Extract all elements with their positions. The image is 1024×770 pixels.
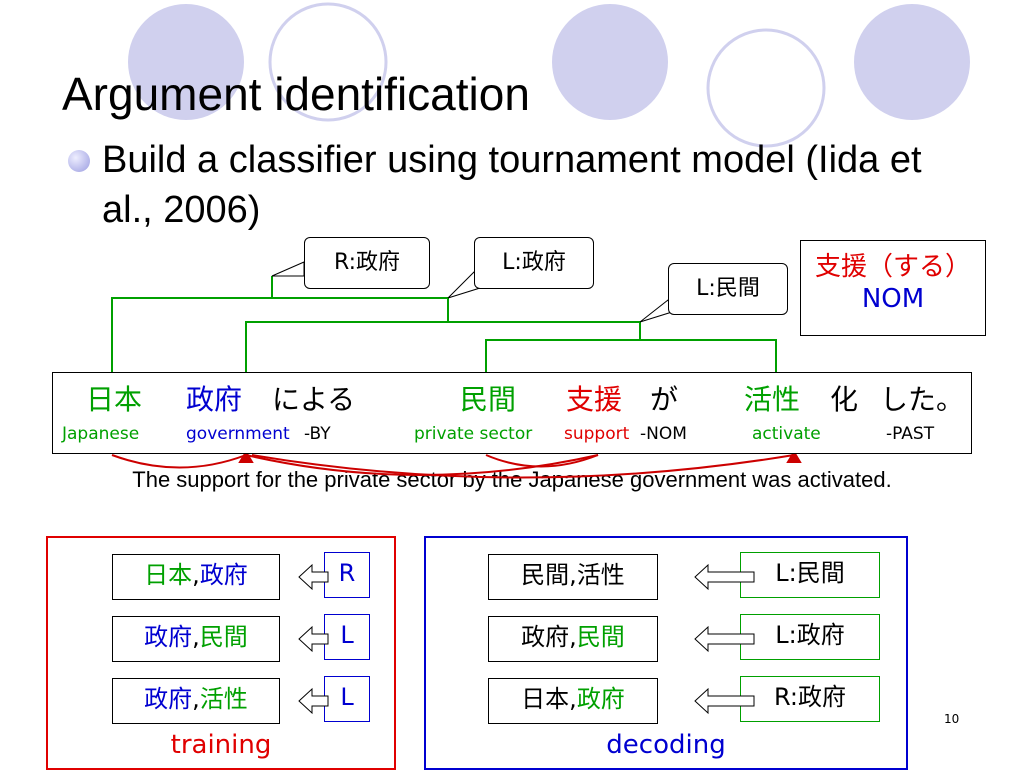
page-number: 10	[944, 712, 960, 726]
sentence-box	[52, 372, 972, 454]
gloss-support: support	[564, 424, 630, 444]
pair-separator: ,	[569, 685, 577, 713]
decoding-label: decoding	[606, 730, 726, 760]
pair-left-word: 日本	[144, 561, 193, 589]
gloss-japanese: Japanese	[62, 424, 140, 444]
deco-circle-2	[268, 2, 388, 122]
pair-right-word: 民間	[576, 623, 625, 651]
gloss-nom: -NOM	[640, 424, 687, 444]
word-nihon: 日本	[86, 383, 143, 416]
pair-separator: ,	[192, 561, 200, 589]
predicate-case: NOM	[861, 284, 925, 314]
gloss-private-sector: private sector	[414, 424, 533, 444]
training-label-3: L	[324, 676, 370, 722]
pair-right-word: 活性	[199, 685, 248, 713]
pair-separator: ,	[569, 623, 577, 651]
pair-left-word: 日本	[521, 685, 570, 713]
word-niyoru: による	[272, 383, 356, 416]
pair-separator: ,	[192, 685, 200, 713]
bullet-text: Build a classifier using tournament mode…	[102, 139, 922, 231]
pair-separator: ,	[192, 623, 200, 651]
training-label-1: R	[324, 552, 370, 598]
decoding-pair-2: 政府,民間	[488, 616, 658, 662]
training-pair-2: 政府,民間	[112, 616, 280, 662]
word-kassei: 活性	[744, 383, 801, 416]
word-shien: 支援	[566, 383, 623, 416]
pair-left-word: 政府	[144, 685, 193, 713]
deco-circle-1	[128, 4, 244, 120]
deco-circle-4	[706, 28, 826, 148]
gloss-government: government	[186, 424, 290, 444]
gloss-past: -PAST	[886, 424, 935, 444]
callout-l-seifu: L:政府	[474, 237, 594, 289]
word-ga: が	[650, 383, 679, 416]
training-pair-3: 政府,活性	[112, 678, 280, 724]
training-label-2: L	[324, 614, 370, 660]
pair-right-word: 政府	[576, 685, 625, 713]
predicate-box: 支援（する） NOM	[800, 240, 986, 336]
left-arrow-icon	[298, 563, 329, 591]
deco-circle-5	[854, 4, 970, 120]
decoding-label-1: L:民間	[740, 552, 880, 598]
decoding-label-2: L:政府	[740, 614, 880, 660]
word-minkan: 民間	[460, 383, 517, 416]
left-arrow-icon	[694, 563, 755, 591]
pair-left-word: 政府	[521, 623, 570, 651]
left-arrow-icon	[694, 687, 755, 715]
decoding-label-3: R:政府	[740, 676, 880, 722]
left-arrow-icon	[694, 625, 755, 653]
pair-right-word: 民間	[199, 623, 248, 651]
callout-l-minkan: L:民間	[668, 263, 788, 315]
training-label: training	[170, 730, 272, 760]
left-arrow-icon	[298, 625, 329, 653]
word-seifu: 政府	[186, 383, 243, 416]
decoding-pair-1: 民間,活性	[488, 554, 658, 600]
predicate-word: 支援（する）	[814, 252, 971, 282]
word-ka: 化	[830, 383, 859, 416]
training-pair-1: 日本,政府	[112, 554, 280, 600]
pair-right-word: 政府	[199, 561, 248, 589]
word-shita: した。	[880, 383, 965, 416]
callout-r-seifu: R:政府	[304, 237, 430, 289]
deco-circle-3	[552, 4, 668, 120]
pair-right-word: 活性	[576, 561, 625, 589]
slide-title: Argument identification	[62, 68, 530, 120]
decoding-pair-3: 日本,政府	[488, 678, 658, 724]
gloss-activate: activate	[752, 424, 821, 444]
gloss-by: -BY	[304, 424, 331, 444]
pair-left-word: 民間	[521, 561, 570, 589]
translation-text: The support for the private sector by th…	[132, 467, 892, 492]
pair-left-word: 政府	[144, 623, 193, 651]
left-arrow-icon	[298, 687, 329, 715]
bullet-icon	[68, 150, 90, 172]
pair-separator: ,	[569, 561, 577, 589]
